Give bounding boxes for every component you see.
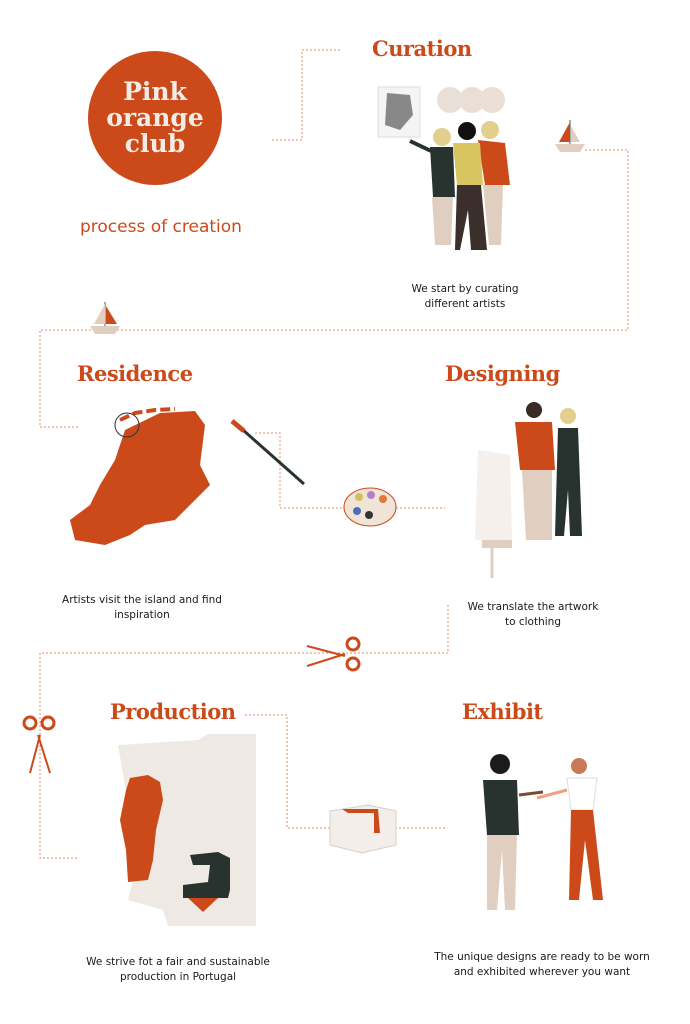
sailboat-icon — [555, 120, 585, 152]
step-title-designing: Designing — [445, 361, 560, 386]
brand-logo: Pink orange club — [88, 51, 222, 185]
portugal-map-icon — [118, 734, 256, 926]
step-title-exhibit: Exhibit — [462, 699, 543, 724]
caption-line: Artists visit the island and find — [62, 594, 222, 606]
sailboat-icon — [90, 302, 120, 334]
caption-line: to clothing — [504, 616, 561, 628]
designing-illustration — [475, 402, 582, 578]
paint-palette-icon — [343, 487, 397, 527]
caption-line: We translate the artwork — [467, 601, 599, 613]
caption-line: inspiration — [114, 609, 170, 621]
scissors-icon — [306, 636, 361, 672]
exhibit-illustration — [483, 754, 603, 910]
logo-text: club — [124, 129, 186, 158]
logo-text: Pink — [123, 77, 187, 106]
paintbrush-icon — [230, 419, 305, 486]
step-caption-curation: We start by curating different artists — [355, 282, 575, 312]
subtitle: process of creation — [80, 217, 242, 237]
step-caption-designing: We translate the artwork to clothing — [423, 600, 643, 630]
netherlands-map-icon — [70, 407, 210, 545]
step-title-residence: Residence — [77, 361, 193, 386]
step-caption-exhibit: The unique designs are ready to be worn a… — [432, 950, 652, 980]
step-caption-residence: Artists visit the island and find inspira… — [32, 593, 252, 623]
caption-line: different artists — [424, 298, 506, 310]
caption-line: and exhibited wherever you want — [453, 966, 631, 978]
step-title-production: Production — [110, 699, 236, 724]
step-caption-production: We strive fot a fair and sustainable prod… — [68, 955, 288, 985]
caption-line: The unique designs are ready to be worn — [434, 951, 650, 963]
caption-line: We start by curating — [411, 283, 519, 295]
scissors-icon — [22, 715, 56, 774]
logo-text: orange — [106, 103, 204, 132]
step-title-curation: Curation — [372, 36, 472, 61]
package-box-icon — [329, 804, 397, 854]
caption-line: production in Portugal — [119, 971, 237, 983]
caption-line: We strive fot a fair and sustainable — [86, 956, 270, 968]
curation-illustration — [377, 86, 510, 250]
